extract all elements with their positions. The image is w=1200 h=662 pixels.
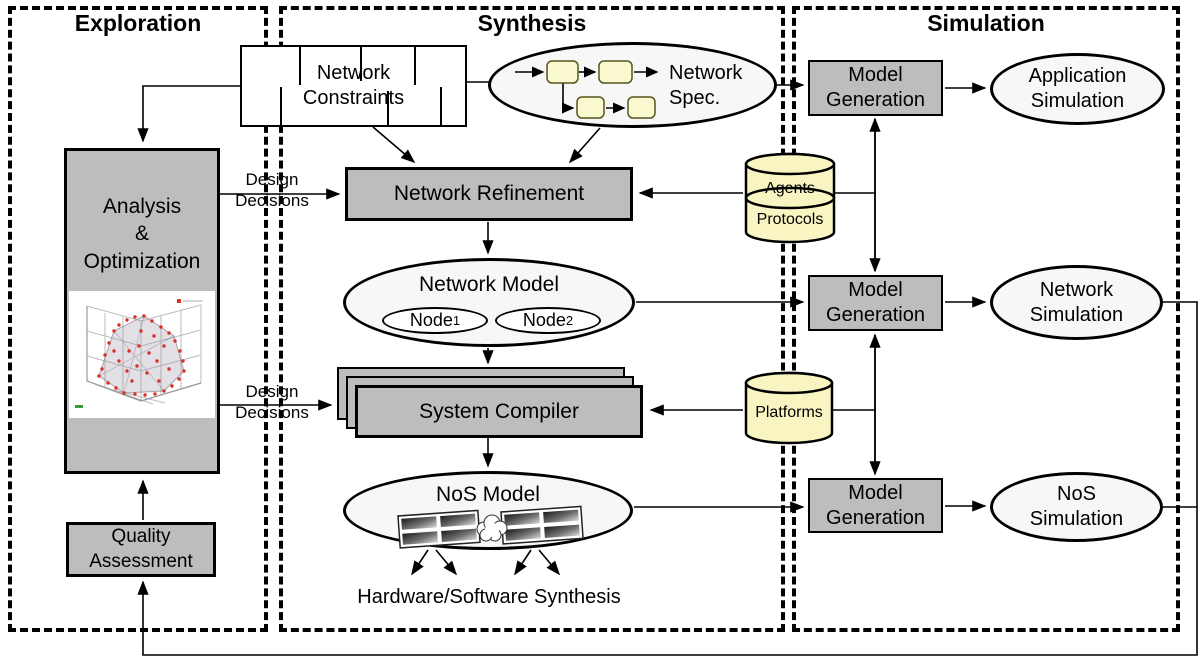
spec-label: Network Spec.	[669, 61, 742, 111]
node1-subscript: 1	[452, 313, 461, 328]
analysis-label-line2: &	[134, 222, 149, 246]
net-sim-line2: Simulation	[1029, 303, 1124, 326]
spec-task-node	[546, 60, 579, 84]
design-label-line2: Decisions	[235, 402, 309, 422]
design-decisions-label-2: Design Decisions	[228, 382, 316, 423]
design-label-line1: Design	[245, 170, 299, 189]
protocols-db-label: Protocols	[757, 211, 824, 228]
agents-db-label: Agents	[765, 180, 815, 197]
database-cylinder-icon: Platforms	[744, 371, 834, 445]
quality-label-line2: Assessment	[89, 550, 193, 572]
spec-task-node	[576, 96, 605, 119]
design-decisions-label-1: Design Decisions	[228, 170, 316, 211]
database-cylinder-icon: Agents Protocols	[744, 152, 836, 244]
constraint-tick	[414, 47, 416, 85]
hw-sw-synthesis-label: Hardware/Software Synthesis	[357, 586, 621, 608]
quality-assessment-box: Quality Assessment	[66, 522, 216, 577]
network-constraints-box: Network Constraints	[240, 45, 467, 127]
spec-task-node	[627, 96, 656, 119]
application-simulation-ellipse: Application Simulation	[990, 53, 1165, 125]
nos-model-ellipse: NoS Model	[343, 471, 633, 550]
constraint-tick	[387, 91, 389, 125]
network-refinement-box: Network Refinement	[345, 167, 633, 221]
system-compiler-box: System Compiler	[355, 385, 643, 438]
pareto-3d-plot-icon	[69, 290, 215, 418]
constraint-tick	[280, 87, 282, 125]
quality-label-line1: Quality	[111, 525, 171, 547]
nos-sim-line2: Simulation	[1029, 508, 1124, 530]
spec-flow-diagram	[515, 60, 659, 119]
node1-label: Node	[409, 310, 453, 330]
mg2-label-line2: Generation	[826, 304, 925, 326]
network-simulation-ellipse: Network Simulation	[990, 265, 1163, 340]
mg3-label-line2: Generation	[826, 506, 925, 529]
platforms-db-label: Platforms	[755, 404, 823, 421]
spec-label-line1: Network	[669, 62, 743, 84]
analysis-label-line3: Optimization	[83, 249, 201, 273]
mg1-label-line1: Model	[848, 64, 903, 86]
model-generation-box-1: Model Generation	[808, 60, 943, 116]
analysis-label-line1: Analysis	[102, 195, 182, 218]
exploration-title: Exploration	[74, 10, 202, 36]
mg3-label-line1: Model	[848, 481, 903, 504]
mg2-label-line1: Model	[848, 279, 903, 301]
chip-grid-icon	[500, 505, 584, 545]
spec-label-line2: Spec.	[669, 87, 721, 109]
nos-simulation-ellipse: NoS Simulation	[990, 472, 1163, 542]
platforms-database: Platforms	[743, 371, 835, 449]
network-spec-ellipse: Network Spec.	[488, 42, 777, 128]
node2-subscript: 2	[565, 313, 574, 328]
constraint-tick	[440, 87, 442, 125]
model-generation-box-3: Model Generation	[808, 478, 943, 533]
chip-grid-icon	[397, 509, 481, 549]
analysis-optimization-box: Analysis & Optimization	[64, 148, 220, 474]
net-sim-line1: Network	[1039, 278, 1114, 301]
model-generation-box-2: Model Generation	[808, 275, 943, 331]
spec-task-node	[598, 60, 633, 84]
app-sim-line2: Simulation	[1030, 90, 1125, 112]
constraints-label-line2: Constraints	[302, 87, 405, 109]
mg1-label-line2: Generation	[826, 89, 925, 111]
design-label-line2: Decisions	[235, 190, 309, 210]
synthesis-title: Synthesis	[477, 10, 587, 36]
constraint-tick	[299, 47, 301, 85]
nos-sim-line1: NoS	[1057, 483, 1096, 505]
constraints-label-line1: Network	[316, 62, 391, 84]
network-model-title: Network Model	[418, 273, 560, 296]
app-sim-line1: Application	[1028, 65, 1127, 87]
node2-label: Node	[522, 310, 566, 330]
constraint-tick	[360, 47, 362, 81]
simulation-title: Simulation	[927, 10, 1045, 36]
design-label-line1: Design	[245, 382, 299, 401]
agents-protocols-database: Agents Protocols	[743, 150, 837, 246]
nos-model-title: NoS Model	[436, 483, 540, 506]
